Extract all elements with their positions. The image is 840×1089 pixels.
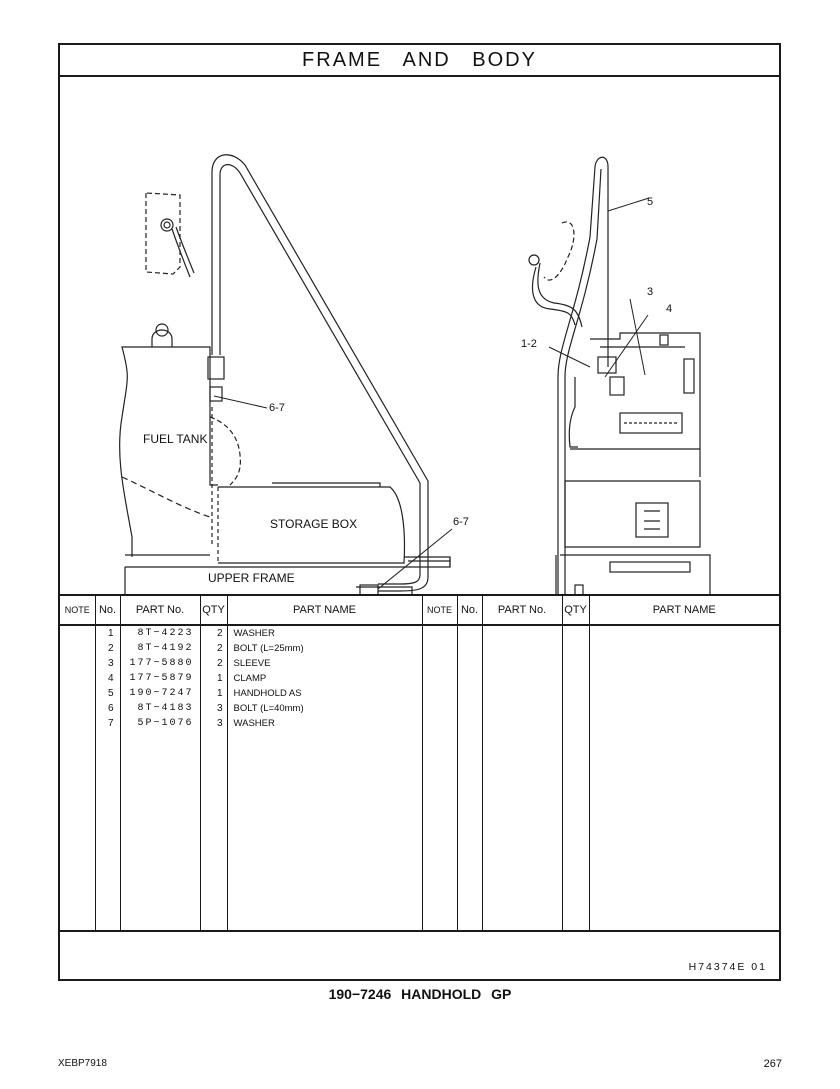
header-part-name-2: PART NAME (589, 595, 779, 626)
label-fuel-tank: FUEL TANK (143, 432, 208, 446)
callout-4: 4 (666, 303, 673, 315)
mirror-left-drawing (145, 192, 195, 278)
table-row-2-no: 2 (107, 643, 114, 654)
table-row-1-no: 1 (107, 628, 114, 639)
note-column-2 (422, 625, 458, 932)
header-part-no: PART No. (120, 595, 201, 626)
upper-frame-drawing (124, 554, 451, 594)
tank-bracket-drawing (207, 356, 225, 547)
table-row-6-name: BOLT (L=40mm) (233, 703, 304, 714)
part-no-column: 8T−4223 8T−4192 177−5880 177−5879 190−72… (120, 625, 201, 932)
handhold-right-drawing (557, 156, 609, 594)
table-row-5-qty: 1 (216, 688, 223, 699)
label-storage-box: STORAGE BOX (270, 517, 358, 531)
label-upper-frame: UPPER FRAME (208, 571, 295, 585)
table-row-7-no: 7 (107, 718, 114, 729)
table-row-1-name: WASHER (233, 628, 275, 639)
fuel-tank-drawing (119, 323, 241, 557)
header-qty: QTY (200, 595, 228, 626)
table-row-6-no: 6 (107, 703, 114, 714)
table-row-6-qty: 3 (216, 703, 223, 714)
table-row-7-part-no: 5P−1076 (137, 718, 194, 729)
parts-page-frame: FRAME AND BODY (58, 43, 781, 981)
table-row-7-qty: 3 (216, 718, 223, 729)
table-row-1-qty: 2 (216, 628, 223, 639)
table-row-5-name: HANDHOLD AS (233, 688, 302, 699)
qty-column: 2 2 2 1 1 3 3 (200, 625, 228, 932)
table-row-6-part-no: 8T−4183 (137, 703, 194, 714)
table-row-2-part-no: 8T−4192 (137, 643, 194, 654)
title-bar: FRAME AND BODY (60, 45, 779, 77)
header-no-2: No. (457, 595, 483, 626)
callout-6-7-lower: 6-7 (453, 516, 469, 528)
table-row-2-qty: 2 (216, 643, 223, 654)
table-row-3-part-no: 177−5880 (129, 658, 194, 669)
table-row-4-name: CLAMP (233, 673, 267, 684)
page-number: 267 (763, 1058, 782, 1070)
illustration-svg (119, 154, 711, 594)
storage-box-drawing (217, 482, 406, 564)
parts-illustration: FUEL TANK STORAGE BOX UPPER FRAME 6-7 6-… (60, 77, 779, 594)
header-note-2: NOTE (422, 595, 458, 626)
group-title: 190−7246 HANDHOLD GP (328, 986, 512, 1002)
table-header-row: NOTE No. PART No. QTY PART NAME NOTE No.… (60, 595, 779, 626)
table-row-5-part-no: 190−7247 (129, 688, 194, 699)
callout-3: 3 (647, 286, 654, 298)
table-row-4-no: 4 (107, 673, 114, 684)
parts-list-table: NOTE No. PART No. QTY PART NAME NOTE No.… (60, 594, 779, 932)
callout-5: 5 (647, 196, 654, 208)
cab-structure-right-drawing (555, 332, 711, 594)
page-title: FRAME AND BODY (302, 48, 537, 71)
table-row-3-name: SLEEVE (233, 658, 271, 669)
table-row-1-part-no: 8T−4223 (137, 628, 194, 639)
part-no-column-2 (482, 625, 563, 932)
table-row-2-name: BOLT (L=25mm) (233, 643, 304, 654)
header-part-name: PART NAME (227, 595, 423, 626)
part-name-column: WASHER BOLT (L=25mm) SLEEVE CLAMP HANDHO… (227, 625, 423, 932)
header-note: NOTE (60, 595, 96, 626)
table-row-3-qty: 2 (216, 658, 223, 669)
header-qty-2: QTY (562, 595, 590, 626)
table-row-7-name: WASHER (233, 718, 275, 729)
callout-6-7-upper: 6-7 (269, 402, 285, 414)
table-row-5-no: 5 (107, 688, 114, 699)
qty-column-2 (562, 625, 590, 932)
table-row-4-part-no: 177−5879 (129, 673, 194, 684)
header-no: No. (95, 595, 121, 626)
page-footer-box: H74374E 01 (60, 930, 779, 979)
reference-code: H74374E 01 (688, 961, 767, 973)
table-body-row: 1 2 3 4 5 6 7 8T−4223 8T−4192 177−5880 1… (60, 625, 779, 932)
header-part-no-2: PART No. (482, 595, 563, 626)
no-column: 1 2 3 4 5 6 7 (95, 625, 121, 932)
mirror-right-drawing (528, 221, 583, 328)
table-row-3-no: 3 (107, 658, 114, 669)
part-name-column-2 (589, 625, 779, 932)
table-row-4-qty: 1 (216, 673, 223, 684)
note-column (60, 625, 96, 932)
no-column-2 (457, 625, 483, 932)
callout-1-2: 1-2 (521, 338, 537, 350)
document-id: XEBP7918 (58, 1058, 107, 1069)
